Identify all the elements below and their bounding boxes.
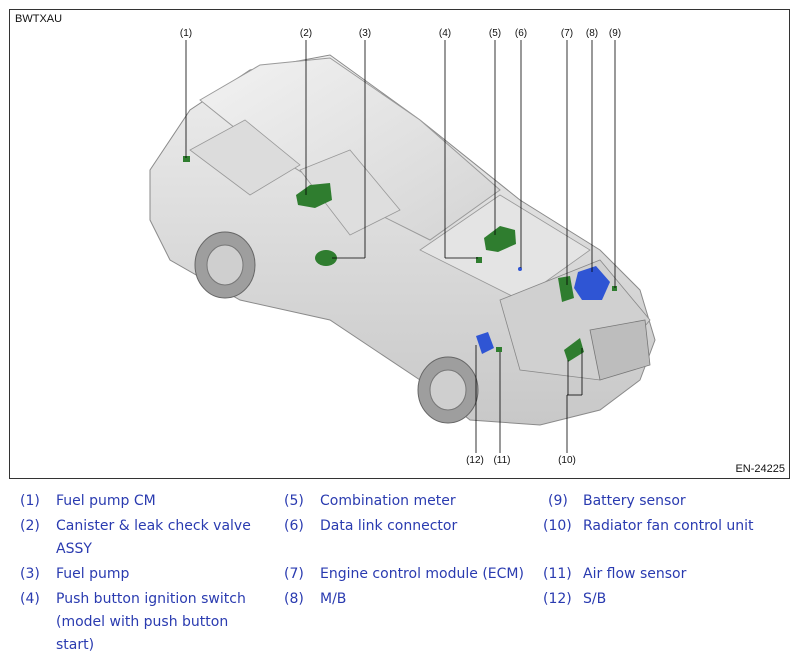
legend-number: (11) bbox=[543, 566, 572, 582]
car-illustration bbox=[149, 54, 656, 426]
legend-text: Radiator fan control unit bbox=[583, 518, 754, 534]
leader-lines bbox=[185, 40, 616, 453]
sb-module bbox=[476, 332, 494, 354]
callout-6: (6) bbox=[515, 28, 527, 39]
legend-text: M/B bbox=[320, 591, 347, 607]
callout-9: (9) bbox=[609, 28, 621, 39]
legend-number: (3) bbox=[20, 566, 40, 582]
callout-10: (10) bbox=[558, 455, 576, 466]
legend-number: (1) bbox=[20, 493, 40, 509]
data-link-connector-module bbox=[518, 267, 522, 271]
canister-module bbox=[296, 183, 332, 208]
callout-8: (8) bbox=[586, 28, 598, 39]
legend-number: (12) bbox=[543, 591, 572, 607]
legend-text: Data link connector bbox=[320, 518, 458, 534]
legend-text: Battery sensor bbox=[583, 493, 686, 509]
figure-code: BWTXAU bbox=[15, 13, 63, 25]
components bbox=[183, 156, 617, 362]
battery-sensor-module bbox=[612, 286, 617, 291]
legend-number: (4) bbox=[20, 591, 40, 607]
combination-meter-module bbox=[484, 226, 516, 252]
ignition-switch-module bbox=[476, 257, 482, 263]
callout-3: (3) bbox=[359, 28, 371, 39]
radiator-fan-module bbox=[564, 338, 584, 362]
ecm-module bbox=[558, 276, 574, 302]
legend: (1) Fuel pump CM (2) Canister & leak che… bbox=[0, 490, 802, 662]
legend-number: (8) bbox=[284, 591, 304, 607]
callout-2: (2) bbox=[300, 28, 312, 39]
legend-text: Air flow sensor bbox=[583, 566, 687, 582]
legend-number: (10) bbox=[543, 518, 572, 534]
legend-text: Combination meter bbox=[320, 493, 456, 509]
mb-module bbox=[574, 266, 610, 300]
callout-5: (5) bbox=[489, 28, 501, 39]
legend-number: (6) bbox=[284, 518, 304, 534]
legend-number: (9) bbox=[548, 493, 568, 509]
callout-labels: (1) (2) (3) (4) (5) (6) (7) (8) (9) (10)… bbox=[180, 28, 621, 466]
legend-number: (7) bbox=[284, 566, 304, 582]
callout-4: (4) bbox=[439, 28, 451, 39]
legend-number: (5) bbox=[284, 493, 304, 509]
legend-text: S/B bbox=[583, 591, 607, 607]
air-flow-sensor-module bbox=[496, 347, 502, 352]
legend-text: Engine control module (ECM) bbox=[320, 566, 524, 582]
legend-text: Fuel pump bbox=[56, 566, 130, 582]
legend-text: Fuel pump CM bbox=[56, 493, 156, 509]
callout-12: (12) bbox=[466, 455, 484, 466]
legend-text: Canister & leak check valve ASSY bbox=[56, 518, 251, 557]
figure-id: EN-24225 bbox=[735, 463, 785, 475]
fuel-pump-cm-module bbox=[183, 156, 190, 162]
callout-1: (1) bbox=[180, 28, 192, 39]
legend-text: Push button ignition switch (model with … bbox=[56, 591, 246, 653]
vehicle-diagram: (1) (2) (3) (4) (5) (6) (7) (8) (9) (10)… bbox=[149, 28, 656, 466]
fuel-pump-module bbox=[315, 250, 337, 266]
callout-7: (7) bbox=[561, 28, 573, 39]
callout-11: (11) bbox=[493, 455, 510, 466]
legend-number: (2) bbox=[20, 518, 40, 534]
